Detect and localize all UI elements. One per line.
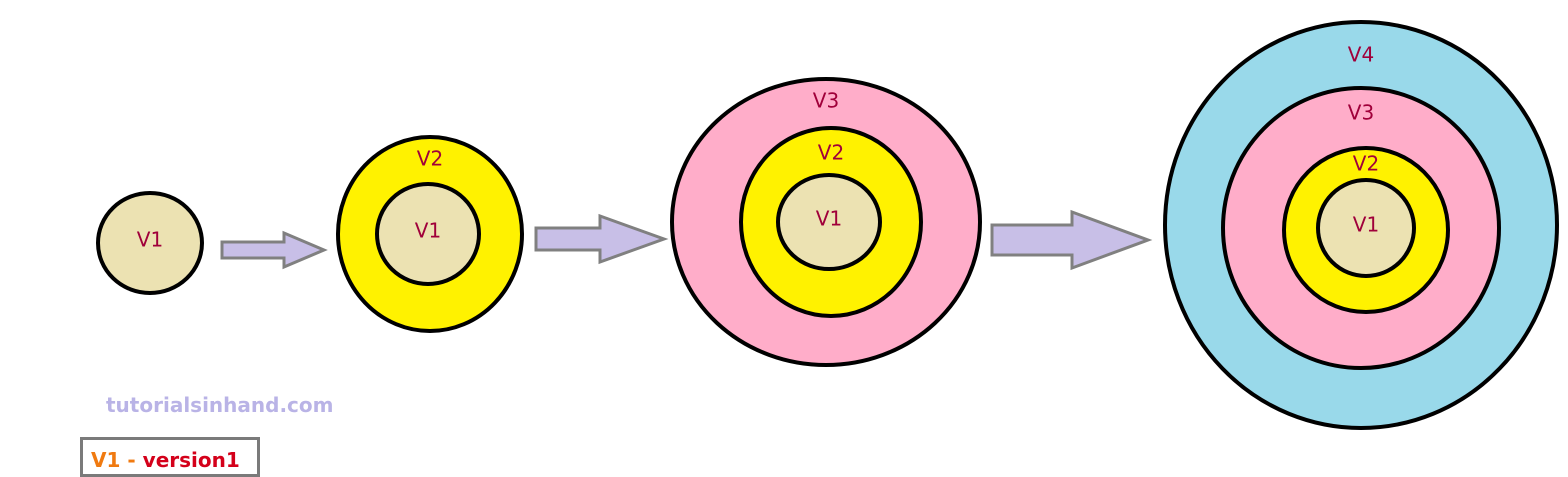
- legend-key: V1: [91, 448, 121, 472]
- right-arrow-icon-3: [990, 209, 1153, 271]
- ring-v1: [1316, 178, 1416, 278]
- ring-label-v1: V1: [415, 219, 441, 243]
- right-arrow-icon-2: [534, 213, 669, 265]
- ring-label-v1: V1: [816, 207, 842, 231]
- ring-v1: [776, 173, 882, 271]
- ring-label-v1: V1: [137, 228, 163, 252]
- ring-label-v2: V2: [1353, 152, 1379, 176]
- ring-v1: [96, 191, 204, 295]
- ring-label-v2: V2: [818, 141, 844, 165]
- legend-separator: -: [127, 448, 136, 472]
- ring-label-v3: V3: [813, 89, 839, 113]
- legend-value: version1: [142, 448, 240, 472]
- legend-box: V1 - version1: [80, 437, 260, 477]
- watermark-text: tutorialsinhand.com: [106, 393, 334, 417]
- ring-label-v1: V1: [1353, 213, 1379, 237]
- right-arrow-icon-1: [220, 230, 328, 270]
- ring-v1: [375, 182, 481, 286]
- stage-1: V1: [96, 191, 204, 295]
- ring-label-v4: V4: [1348, 43, 1374, 67]
- legend-entry: V1 - version1: [91, 448, 240, 472]
- ring-label-v2: V2: [417, 147, 443, 171]
- ring-label-v3: V3: [1348, 101, 1374, 125]
